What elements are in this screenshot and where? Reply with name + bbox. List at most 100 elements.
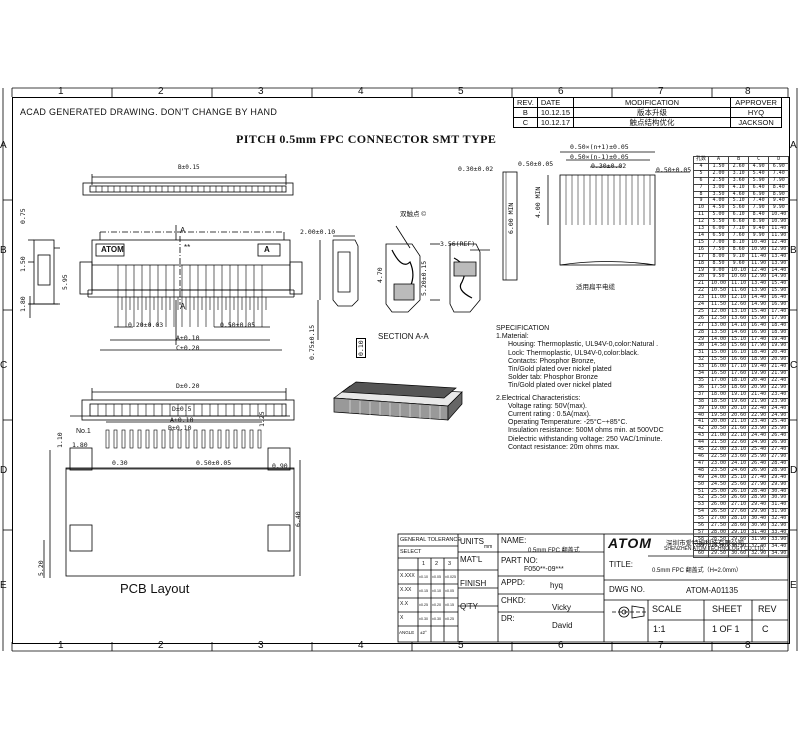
matl-label: MAT'L (460, 555, 483, 564)
ruler-col-6-bottom: 6 (558, 640, 564, 651)
ruler-row-b-right: B (790, 245, 797, 256)
general-tolerance-label: GENERAL TOLERANCE (400, 537, 462, 543)
appd-value: hyq (550, 581, 563, 590)
dims-cell: 39 (692, 404, 710, 413)
ruler-col-5: 5 (458, 86, 464, 97)
page-title: PITCH 0.5mm FPC CONNECTOR SMT TYPE (236, 132, 497, 146)
ruler-col-7: 7 (658, 86, 664, 97)
spec-line: Tin/Gold plated over nickel plated (508, 366, 612, 374)
top-view-connector (82, 174, 294, 196)
approver-cell: HYQ (730, 107, 783, 118)
name-label: NAME: (501, 536, 527, 545)
pcb-dim-0-90: 0.90 (272, 462, 288, 470)
tol-col-1: 1 (422, 561, 426, 567)
tol-value: ±0.25 (445, 617, 454, 621)
dims-cell: 29.90 (768, 480, 790, 489)
tol-value: ±0.25 (419, 603, 428, 607)
dims-cell: 19.00 (708, 404, 730, 413)
units-value: mm (484, 544, 493, 550)
title-label: TITLE: (609, 560, 634, 569)
sheet-label: SHEET (712, 604, 743, 614)
tol-value: ±0.15 (445, 603, 454, 607)
section-a-a (385, 225, 490, 313)
dim-b-top: B±0.15 (178, 164, 200, 171)
dim-0-75: 0.75 (19, 208, 27, 224)
stars-mark: ** (184, 243, 191, 252)
sheet-value: 1 OF 1 (712, 624, 740, 634)
tol-value: ±0.05 (432, 575, 441, 579)
company-name-cn: 深圳市爱特姆科技有限公司 (666, 540, 744, 547)
pcb-layout-drawing (43, 415, 301, 578)
dim-a: A±0.10 (176, 334, 200, 342)
isometric-view (333, 381, 463, 421)
dwg-no-value: ATOM-A01135 (686, 586, 739, 595)
dim-0-20: 0.20±0.03 (128, 321, 164, 329)
revision-table: REV. DATE MODIFICATION APPROVER B 10.12.… (513, 97, 783, 128)
ruler-row-d-right: D (790, 465, 798, 476)
company-logo: ATOM (608, 535, 652, 551)
fpc-cable (502, 151, 690, 281)
pcb-dim-0-30: 0.30 (112, 459, 128, 467)
tol-value: ±0.30 (432, 617, 441, 621)
dim-5-95: 5.95 (61, 274, 69, 290)
dims-cell: 11.90 (748, 259, 770, 268)
chkd-label: CHKD: (501, 596, 526, 605)
bottom-view-connector (81, 388, 295, 421)
scale-label: SCALE (652, 604, 682, 614)
ruler-col-3-bottom: 3 (258, 640, 264, 651)
fpc-dim-0-30-left: 0.30±0.02 (458, 165, 494, 173)
tol-row-label: X.XXX (400, 573, 415, 579)
pcb-dim-1-80: 1.80 (72, 441, 88, 449)
select-label: SELECT (400, 549, 422, 555)
ruler-col-4-bottom: 4 (358, 640, 364, 651)
tol-value: ±0.025 (445, 575, 456, 579)
fpc-dim-0-50-right: 0.50±0.05 (656, 166, 692, 174)
spec-line: 2.Electrical Characteristics: (496, 394, 581, 402)
ruler-col-8: 8 (745, 86, 751, 97)
ruler-row-e: E (0, 580, 7, 591)
ruler-col-4: 4 (358, 86, 364, 97)
dim-0-10-flatness: 0.10 (356, 338, 366, 358)
appd-label: APPD: (501, 578, 526, 587)
ruler-col-7-bottom: 7 (658, 640, 664, 651)
tol-row-label: X.X (400, 601, 409, 607)
dims-cell: 25.60 (728, 480, 750, 489)
dims-cell: 50 (692, 480, 710, 489)
section-marker-bottom: A (180, 302, 186, 311)
section-marker-top: A (180, 226, 186, 235)
dims-cell: 24.40 (768, 404, 790, 413)
tol-value: ±0.15 (419, 589, 428, 593)
spec-line: Current rating : 0.5A(max). (508, 411, 591, 419)
fpc-dim-4-00: 4.00 MIN (534, 186, 542, 218)
dims-cell: 18 (692, 259, 710, 268)
dim-c: C±0.20 (176, 344, 200, 352)
rev-cell: C (513, 117, 538, 128)
pcb-dim-a: A±0.10 (170, 416, 194, 424)
dims-cell: 34.90 (768, 549, 790, 558)
date-cell: 10.12.15 (536, 107, 575, 118)
dim-d-bottom: D±0.20 (176, 382, 200, 390)
dims-cell: 20.10 (728, 404, 750, 413)
fpc-dim-0-30-right: 0.30±0.02 (591, 162, 627, 170)
company-name-en: SHENZHEN ATOM TECHNOLOGY CO.,LTD. (664, 546, 765, 552)
approver-cell: JACKSON (730, 117, 783, 128)
specification-block: SPECIFICATION 1.Material: Housing: Therm… (496, 325, 664, 452)
spec-title: SPECIFICATION (496, 325, 550, 332)
section-label: SECTION A-A (378, 332, 429, 341)
ruler-col-2: 2 (158, 86, 164, 97)
dims-cell: 7 (692, 183, 710, 192)
ruler-col-8-bottom: 8 (745, 640, 751, 651)
